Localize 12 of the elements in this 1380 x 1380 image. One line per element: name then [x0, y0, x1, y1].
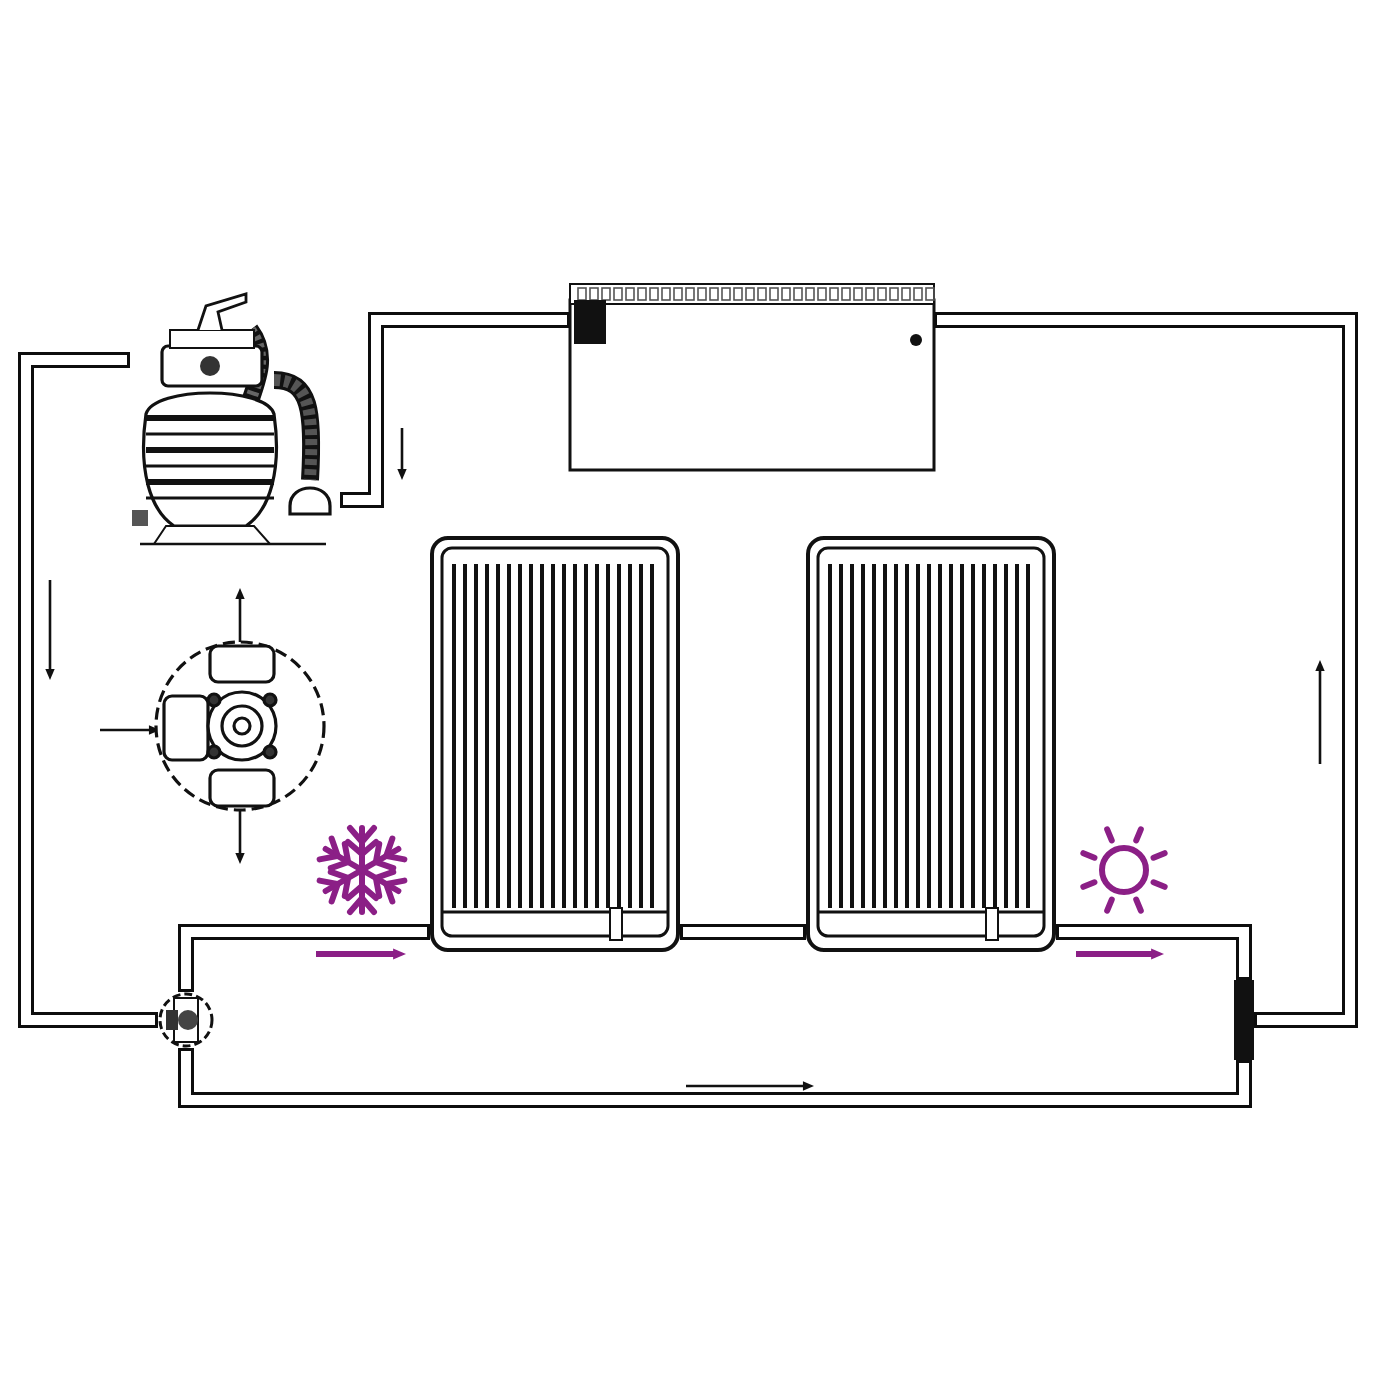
pipe	[178, 1048, 1252, 1108]
bypass-valve-drawing	[158, 992, 214, 1048]
solar-panel-drawing	[430, 536, 680, 952]
pool-drawing	[570, 284, 934, 470]
pipe	[18, 352, 158, 1028]
solar-panel-drawing	[806, 536, 1056, 952]
pipe	[340, 312, 570, 508]
pipe	[680, 924, 806, 940]
pipe-connector	[1234, 980, 1254, 1060]
pipe	[934, 312, 1358, 1028]
pipe	[178, 924, 430, 992]
pipe	[1056, 924, 1252, 980]
